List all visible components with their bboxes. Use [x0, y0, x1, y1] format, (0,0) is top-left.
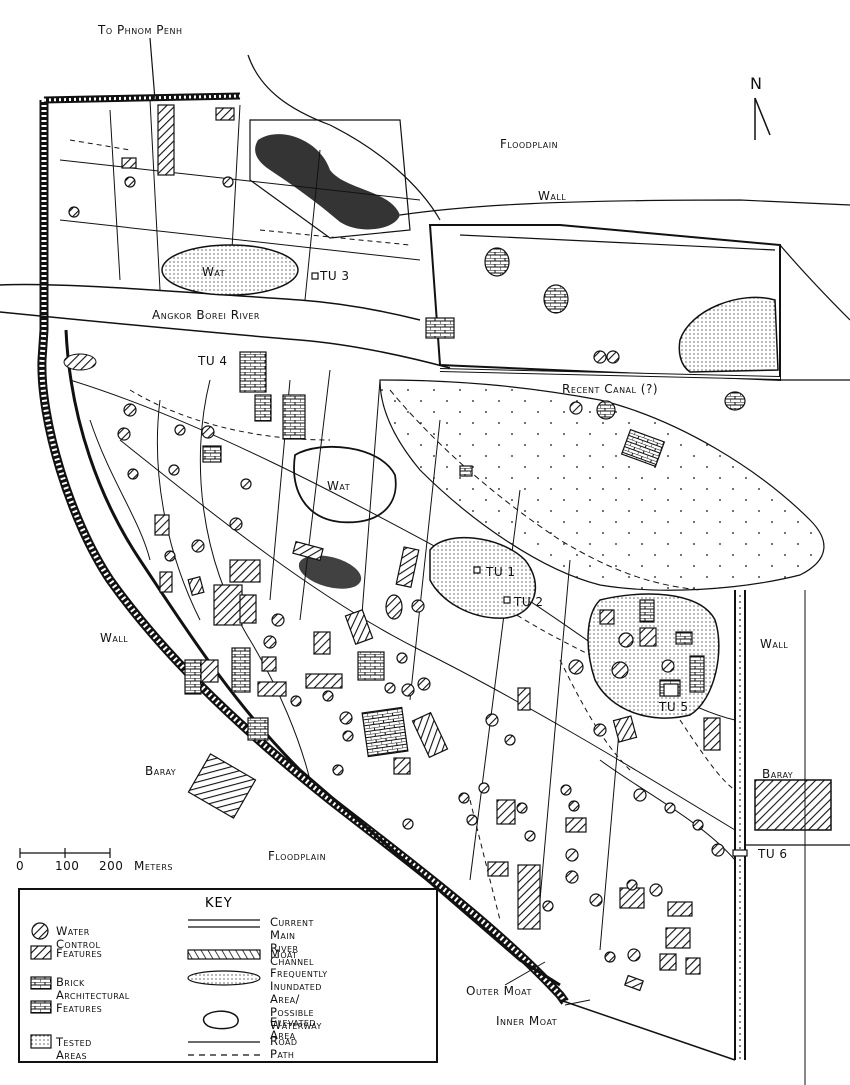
scale-tick-200: 200: [99, 859, 124, 873]
brick-architectural-icon: [30, 976, 52, 1014]
map-key: KEY Water Control Features Brick Archite…: [18, 888, 438, 1063]
key-title: KEY: [205, 896, 233, 911]
north-moat: [43, 92, 241, 104]
river-channel-icon: [188, 919, 260, 928]
inundated-area-east: [379, 379, 825, 591]
ne-wall: [428, 224, 781, 382]
label-tu1: TU 1: [486, 565, 516, 579]
label-inner-moat: Inner Moat: [496, 1014, 558, 1028]
road-icon: [188, 1041, 260, 1043]
key-label-path: Path: [270, 1047, 295, 1061]
nw-block: [249, 119, 411, 239]
wat-center: [293, 445, 397, 524]
label-baray-east: Baray: [762, 767, 794, 781]
key-label-inundated-area: Frequently Inundated Area/ Possible Wate…: [270, 966, 328, 1032]
water-control-icon: [31, 922, 49, 940]
lagoon-nw: [255, 134, 400, 230]
features-icon: [30, 945, 52, 960]
key-label-features: Features: [56, 946, 103, 960]
moat-icon: [187, 949, 261, 960]
label-tu2: TU 2: [514, 595, 544, 609]
outer-moat: [37, 100, 569, 1005]
features-group: [121, 104, 721, 992]
scale-tick-100: 100: [55, 859, 80, 873]
lagoon-center: [298, 555, 362, 589]
elevated-area-ne: [678, 296, 779, 373]
label-outer-moat: Outer Moat: [466, 984, 532, 998]
label-wat-center: Wat: [327, 479, 351, 493]
key-label-moat: Moat: [270, 947, 298, 961]
label-tu4: TU 4: [198, 354, 228, 368]
label-tu5: TU 5: [659, 700, 689, 714]
scale-unit: Meters: [134, 859, 173, 873]
tested-areas-icon: [30, 1034, 52, 1049]
label-tu3: TU 3: [320, 269, 350, 283]
water-control-group: [68, 176, 725, 963]
label-floodplain-s: Floodplain: [268, 849, 327, 863]
test-units: [311, 272, 748, 857]
key-label-elevated-area: Elevated Area: [270, 1015, 316, 1042]
label-baray-west: Baray: [145, 764, 177, 778]
key-label-tested-areas: Tested Areas: [56, 1035, 92, 1062]
key-label-water-control: Water Control: [56, 924, 101, 951]
key-label-river-channel: Current Main River Channel: [270, 915, 314, 968]
inundated-area-icon: [187, 970, 261, 986]
scale-tick-0: 0: [16, 859, 25, 873]
label-wall-west: Wall: [100, 631, 129, 645]
label-to-phnom-penh: To Phnom Penh: [98, 23, 183, 37]
baray-east: [754, 779, 832, 831]
elevated-area-icon: [202, 1010, 239, 1030]
label-floodplain-ne: Floodplain: [500, 137, 559, 151]
label-recent-canal: Recent Canal (?): [562, 382, 659, 396]
label-north: N: [750, 74, 763, 93]
label-wall-east: Wall: [760, 637, 789, 651]
inner-moat: [64, 329, 561, 987]
label-tu6: TU 6: [758, 847, 788, 861]
label-wat-west: Wat: [202, 265, 226, 279]
key-label-road: Road: [270, 1034, 298, 1048]
brick-circles-group: [484, 247, 746, 420]
label-river: Angkor Borei River: [152, 308, 260, 322]
tested-area-tu5: [587, 593, 720, 719]
north-arrow: [754, 97, 771, 140]
wat-west: [161, 244, 299, 296]
river-south-bank: [0, 311, 451, 369]
label-wall-north: Wall: [538, 189, 567, 203]
south-edge: [559, 999, 736, 1061]
key-label-brick-architectural: Brick Architectural Features: [56, 975, 130, 1015]
scale-bar: [19, 848, 111, 858]
river-north-bank: [0, 283, 421, 321]
path-icon: [188, 1054, 260, 1056]
